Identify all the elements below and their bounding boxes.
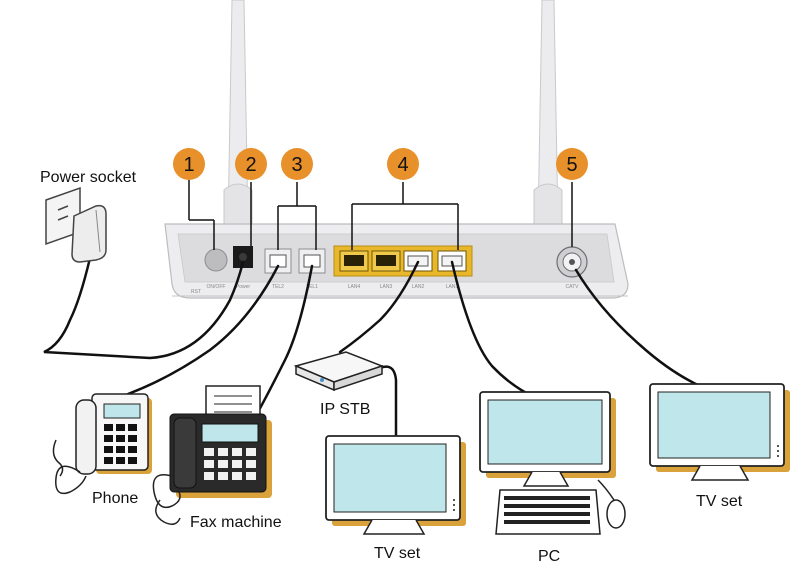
power-cable <box>43 256 245 360</box>
callout-2-number: 2 <box>245 154 256 176</box>
ip-stb-illustration <box>293 351 385 392</box>
tv-set-middle-label: TV set <box>374 545 421 562</box>
router: ON/OFF Power TEL2 TEL1 <box>164 0 629 299</box>
catv-port-label: CATV <box>566 284 580 290</box>
lan4-port-label: LAN4 <box>348 284 361 290</box>
tv-right-illustration <box>649 383 790 481</box>
ip-stb-label: IP STB <box>320 401 370 418</box>
callout-5-number: 5 <box>566 154 577 176</box>
mouse <box>606 499 626 529</box>
lan1-port-label: LAN1 <box>446 284 459 290</box>
phone-illustration <box>52 393 152 495</box>
callout-2: 2 <box>235 148 267 180</box>
stb-cable <box>338 260 420 354</box>
callout-4-number: 4 <box>397 154 408 176</box>
antenna-right-base <box>533 183 563 229</box>
stb-tv-cable <box>374 365 398 442</box>
tel1-port-label: TEL1 <box>306 284 318 290</box>
catv-connector[interactable] <box>556 246 588 278</box>
callout-1: 1 <box>173 148 205 180</box>
fax-cable <box>256 264 314 414</box>
power-adapter <box>71 204 107 263</box>
tv-set-right-label: TV set <box>696 493 743 510</box>
phone-cable <box>126 264 280 396</box>
catv-cable <box>574 268 702 388</box>
fax-illustration <box>152 385 272 525</box>
tv-middle-illustration <box>325 435 466 535</box>
lan3-port-label: LAN3 <box>380 284 393 290</box>
mouse-cable <box>597 479 615 501</box>
lan4-port[interactable] <box>339 250 369 272</box>
power-switch[interactable] <box>204 248 228 272</box>
power-socket-illustration <box>45 186 107 263</box>
pc-label: PC <box>538 548 560 565</box>
lan3-port[interactable] <box>371 250 401 272</box>
callout-1-number: 1 <box>183 154 194 176</box>
antenna-left-base <box>223 183 253 229</box>
fax-machine-label: Fax machine <box>190 514 282 531</box>
power-socket-label: Power socket <box>40 169 137 186</box>
reset-port-label: RST <box>191 289 201 295</box>
callout-4: 4 <box>387 148 419 180</box>
callout-leaders <box>188 180 573 250</box>
pc-illustration <box>479 391 626 535</box>
power-port-label: Power <box>236 284 251 290</box>
callout-3: 3 <box>281 148 313 180</box>
lan2-port-label: LAN2 <box>412 284 425 290</box>
callout-5: 5 <box>556 148 588 180</box>
tel2-port[interactable] <box>264 248 292 274</box>
pc-cable <box>450 260 534 398</box>
phone-label: Phone <box>92 490 138 507</box>
callout-3-number: 3 <box>291 154 302 176</box>
switch-port-label: ON/OFF <box>207 284 226 290</box>
tel2-port-label: TEL2 <box>272 284 284 290</box>
